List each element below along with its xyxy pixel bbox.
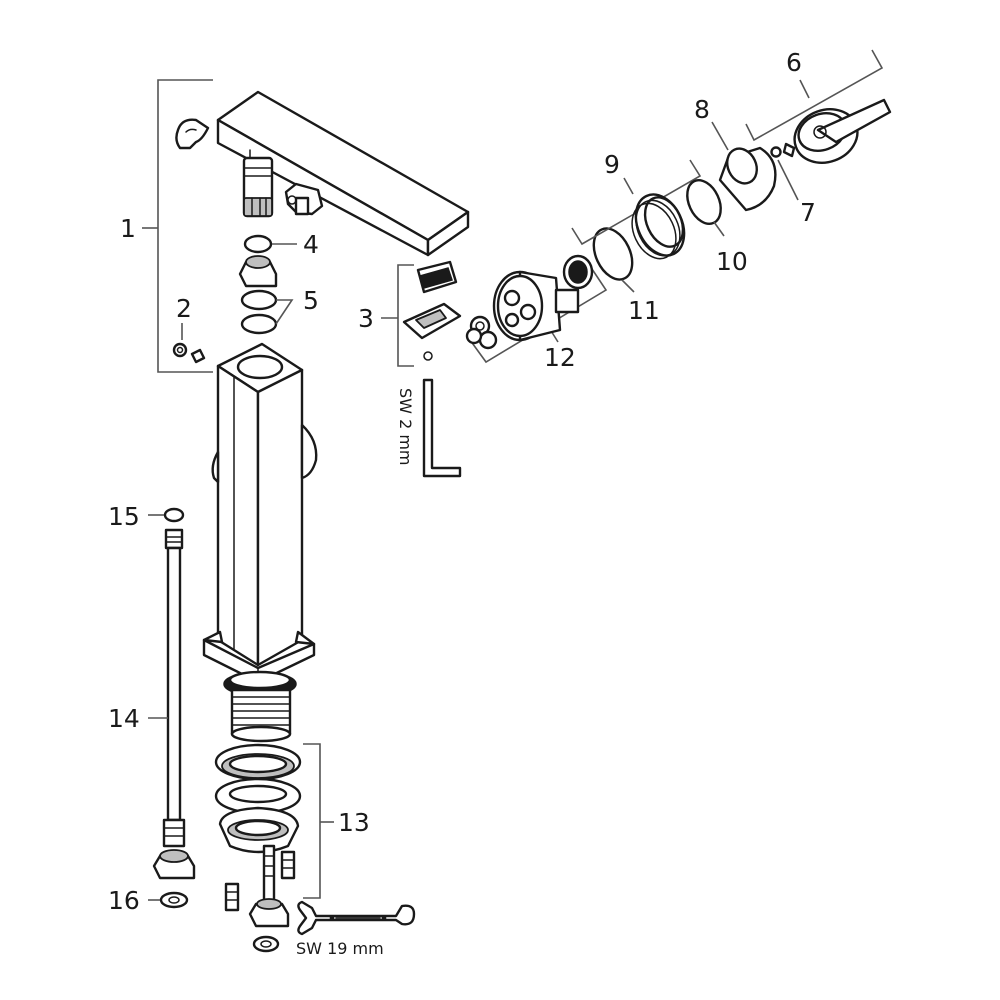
callout-16: 16	[108, 886, 140, 915]
callout-13: 13	[338, 808, 370, 837]
c-clip	[175, 118, 210, 150]
callout-15: 15	[108, 502, 140, 531]
part-2-screws	[172, 323, 206, 364]
part-4-o-ring	[243, 234, 297, 254]
hex-key-label: SW 2 mm	[396, 388, 415, 466]
callout-11: 11	[628, 296, 660, 325]
callout-14: 14	[108, 704, 140, 733]
retaining-clip	[284, 182, 324, 216]
spout-connector	[242, 156, 274, 218]
valve-nut	[238, 255, 278, 288]
bracket-part-3	[381, 264, 414, 367]
callout-5: 5	[303, 286, 319, 315]
bonnet-nut	[631, 193, 686, 260]
bracket-part-6	[745, 49, 884, 142]
flexible-hose	[148, 507, 196, 909]
part-8-sleeve	[711, 121, 777, 212]
part-5-o-rings	[240, 289, 294, 335]
callout-4: 4	[303, 230, 319, 259]
faucet-body	[202, 342, 318, 684]
hex-key-tool	[422, 378, 462, 478]
lever-handle	[793, 98, 892, 164]
threaded-shank	[223, 670, 297, 743]
cartridge	[465, 254, 594, 350]
mounting-rings	[214, 743, 302, 953]
callout-1: 1	[120, 214, 136, 243]
callout-2: 2	[176, 294, 192, 323]
part-7-washer	[770, 142, 799, 201]
bracket-part-13	[303, 743, 334, 899]
wrench-tool	[297, 900, 416, 936]
callout-7: 7	[800, 198, 816, 227]
callout-9: 9	[604, 150, 620, 179]
part-10-o-ring	[686, 179, 725, 237]
bracket-part-1	[142, 79, 213, 373]
callout-6: 6	[786, 48, 802, 77]
callout-3: 3	[358, 304, 374, 333]
callout-10: 10	[716, 247, 748, 276]
part-11-o-ring	[592, 227, 635, 293]
callout-8: 8	[694, 95, 710, 124]
aerator-parts	[402, 260, 462, 361]
wrench-label: SW 19 mm	[296, 939, 384, 958]
spout	[216, 90, 470, 257]
callout-12: 12	[544, 343, 576, 372]
